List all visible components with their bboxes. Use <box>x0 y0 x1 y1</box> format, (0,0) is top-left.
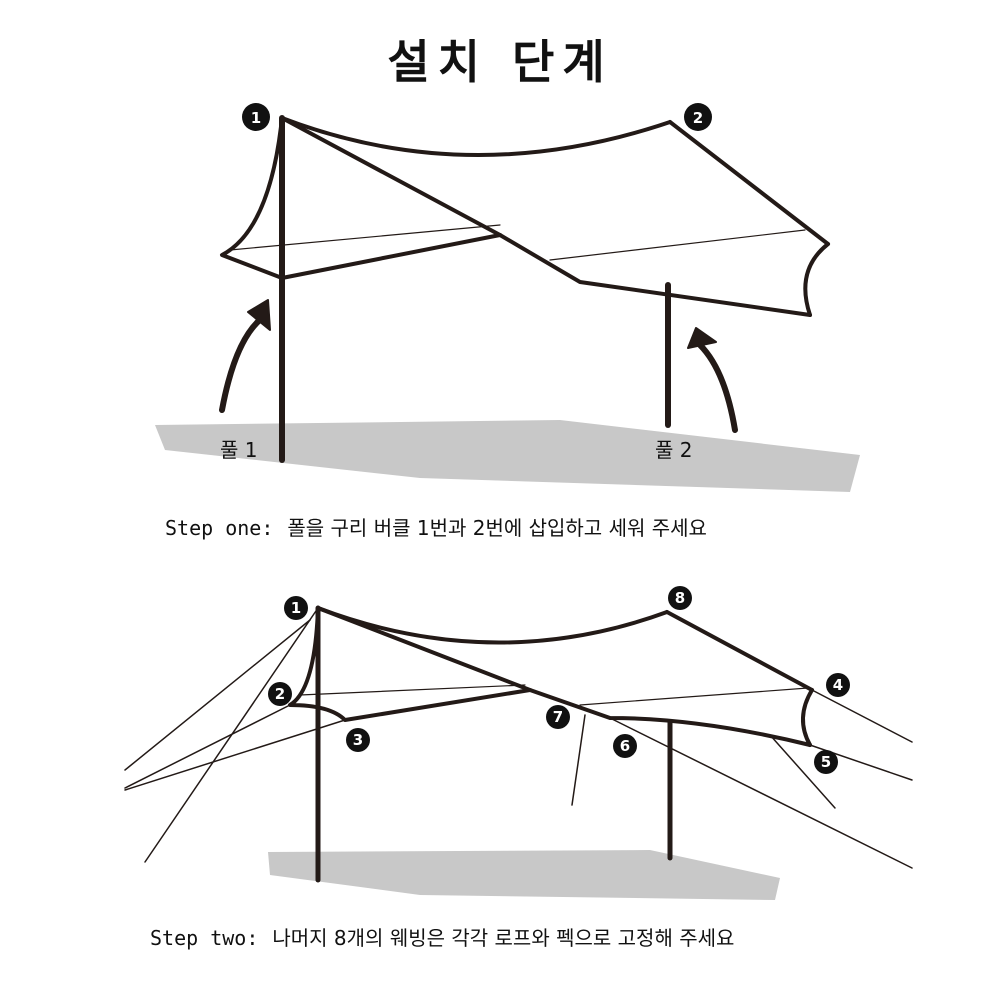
tarp-top-edge <box>280 116 672 158</box>
tarp-seam-left <box>229 224 501 251</box>
page-title: 설치 단계 <box>387 35 613 89</box>
badge-6: 6 <box>613 734 637 758</box>
rope <box>124 704 291 789</box>
tarp-right-wing <box>801 688 814 747</box>
rope <box>124 619 311 771</box>
badge-7: 7 <box>546 705 570 729</box>
tarp-right-wing <box>803 242 830 317</box>
svg-text:2: 2 <box>275 685 285 703</box>
step-two-label: Step two: <box>150 926 259 950</box>
step-two-text: 나머지 8개의 웨빙은 각각 로프와 펙으로 고정해 주세요 <box>272 926 735 950</box>
step-one-text: 폴을 구리 버클 1번과 2번에 삽입하고 세워 주세요 <box>287 516 707 540</box>
svg-text:6: 6 <box>620 737 630 755</box>
tarp-left-wing <box>288 606 532 722</box>
svg-text:4: 4 <box>833 676 843 694</box>
badge-1: 1 <box>242 103 270 131</box>
rope <box>571 714 586 806</box>
ground-shadow <box>268 850 780 900</box>
svg-text:1: 1 <box>251 109 261 127</box>
tarp-diagonal <box>280 116 812 317</box>
arrow-head-icon <box>247 299 271 331</box>
badge-2: 2 <box>684 103 712 131</box>
rope <box>811 689 913 743</box>
tarp-right-edge <box>668 120 830 246</box>
arrow-up-icon <box>697 342 738 433</box>
svg-text:3: 3 <box>353 731 363 749</box>
svg-text:8: 8 <box>675 589 685 607</box>
step-one-caption: Step one: 폴을 구리 버클 1번과 2번에 삽입하고 세워 주세요 <box>165 512 707 541</box>
rope <box>769 734 836 809</box>
rope <box>609 717 913 869</box>
pole-2-label: 풀 2 <box>655 438 693 462</box>
tarp-top-edge <box>316 606 669 645</box>
badge-5: 5 <box>814 750 838 774</box>
badge-4: 4 <box>826 673 850 697</box>
rope <box>124 719 346 791</box>
svg-text:7: 7 <box>553 708 563 726</box>
ground-shadow <box>155 420 860 492</box>
arrow-head-icon <box>687 327 717 349</box>
badge-8: 8 <box>668 586 692 610</box>
svg-text:2: 2 <box>693 109 703 127</box>
step-two-illustration <box>124 605 913 900</box>
badge-2: 2 <box>268 682 292 706</box>
badge-3: 3 <box>346 728 370 752</box>
badge-1: 1 <box>284 596 308 620</box>
svg-text:1: 1 <box>291 599 301 617</box>
tarp-right-edge <box>665 610 814 692</box>
tarp-seam-left <box>299 684 526 696</box>
tarp-seam-right <box>549 229 806 261</box>
step-two-caption: Step two: 나머지 8개의 웨빙은 각각 로프와 펙으로 고정해 주세요 <box>150 922 734 951</box>
step-one-label: Step one: <box>165 516 274 540</box>
step-one-illustration <box>155 115 860 492</box>
arrow-up-icon <box>219 315 265 413</box>
pole-1-label: 풀 1 <box>220 438 258 462</box>
tarp-left-wing <box>220 116 502 280</box>
svg-text:5: 5 <box>821 753 831 771</box>
tarp-seam-right <box>579 687 809 706</box>
tarp-diagonal <box>316 606 812 747</box>
